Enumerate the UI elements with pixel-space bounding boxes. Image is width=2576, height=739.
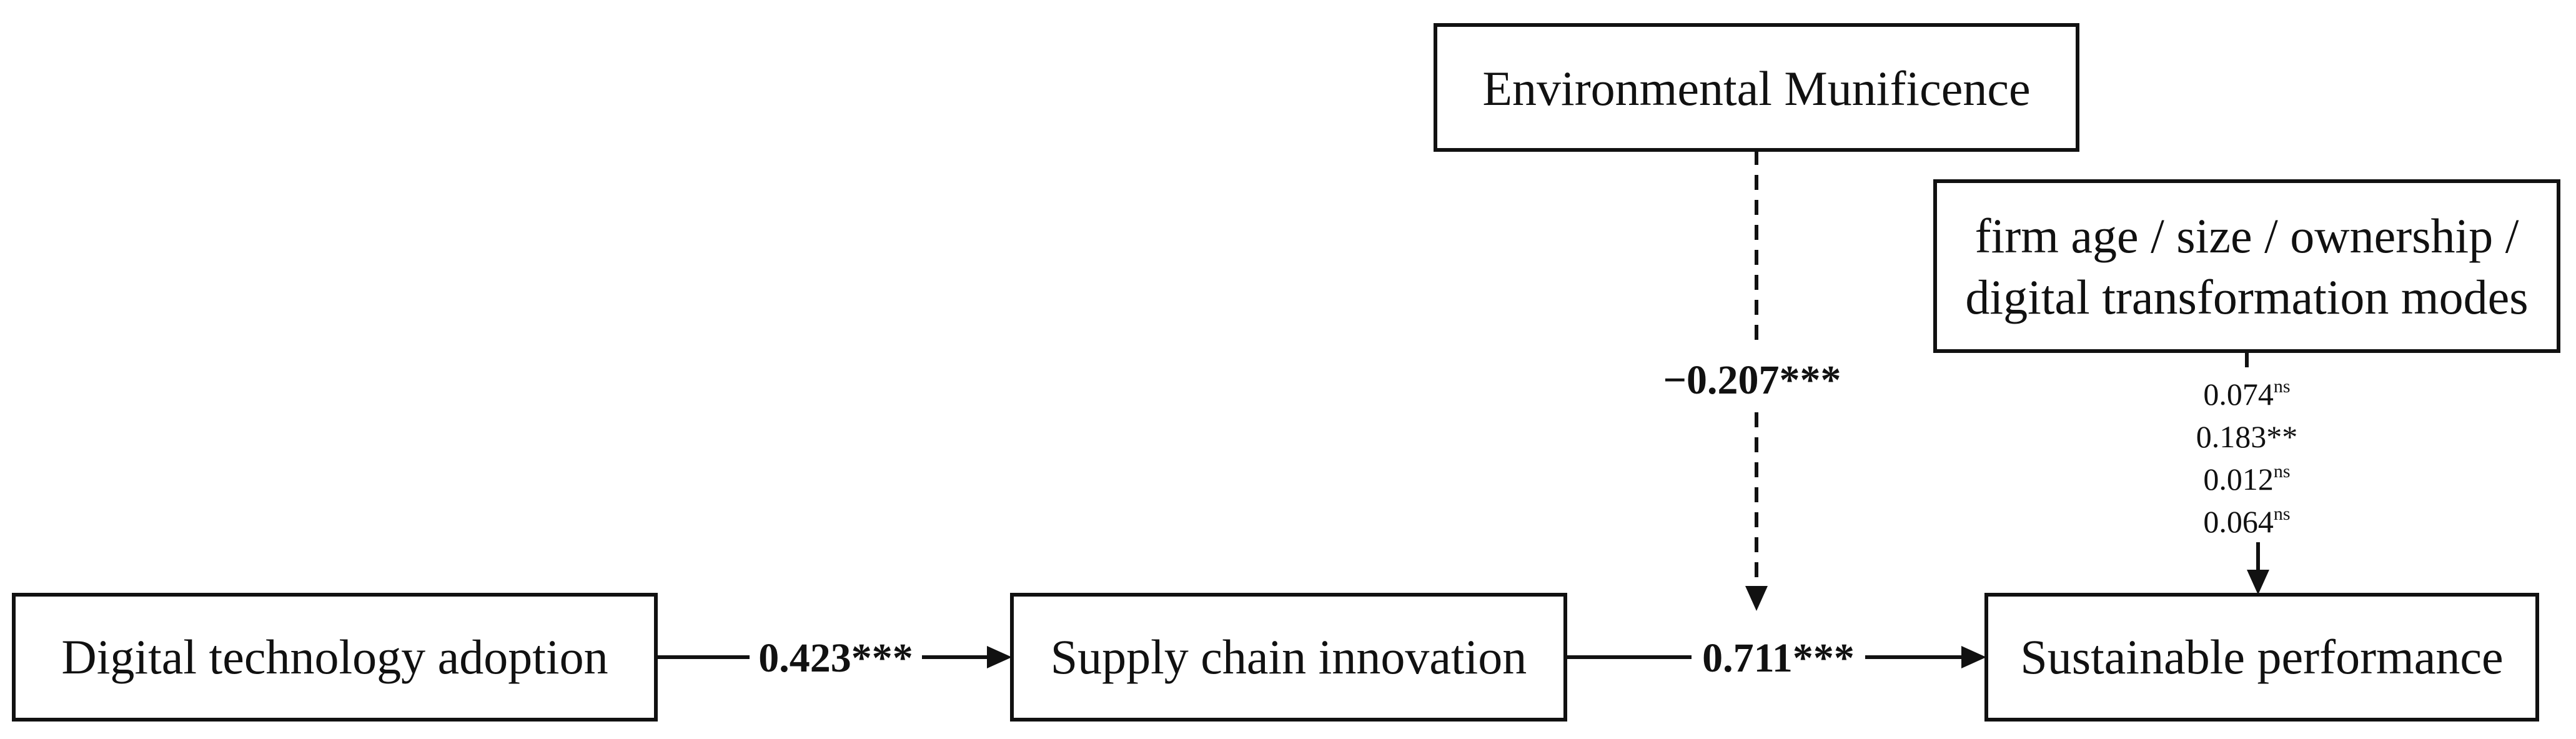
supply-chain-innovation-node: Supply chain innovation [1010, 593, 1567, 722]
controls-arrow: 0.074ns 0.183** 0.012ns 0.064ns [2196, 351, 2298, 595]
path-arrow-sci-to-sp: 0.711*** [1565, 635, 1986, 681]
control-coefficient-1: 0.074ns [2203, 376, 2290, 412]
environmental-munificence-node: Environmental Munificence [1434, 23, 2079, 152]
sustainable-performance-label: Sustainable performance [2020, 630, 2503, 684]
moderation-arrow: −0.207*** [1663, 150, 1841, 611]
environmental-munificence-label: Environmental Munificence [1482, 61, 2030, 116]
control-variables-label-line1: firm age / size / ownership / [1975, 209, 2519, 263]
supply-chain-innovation-label: Supply chain innovation [1051, 630, 1527, 684]
digital-technology-adoption-label: Digital technology adoption [61, 630, 608, 684]
path-arrow-dta-to-sci: 0.423*** [656, 635, 1012, 681]
path-coefficient-sci-sp: 0.711*** [1702, 635, 1855, 681]
control-coefficient-2: 0.183** [2196, 419, 2298, 454]
sustainable-performance-node: Sustainable performance [1984, 593, 2539, 722]
digital-technology-adoption-node: Digital technology adoption [12, 593, 658, 722]
control-variables-node: firm age / size / ownership / digital tr… [1933, 179, 2560, 353]
control-coefficient-4: 0.064ns [2203, 503, 2290, 539]
control-coefficient-3: 0.012ns [2203, 461, 2290, 497]
control-variables-label-line2: digital transformation modes [1965, 270, 2528, 324]
path-coefficient-dta-sci: 0.423*** [758, 635, 913, 681]
moderation-coefficient: −0.207*** [1663, 357, 1841, 403]
